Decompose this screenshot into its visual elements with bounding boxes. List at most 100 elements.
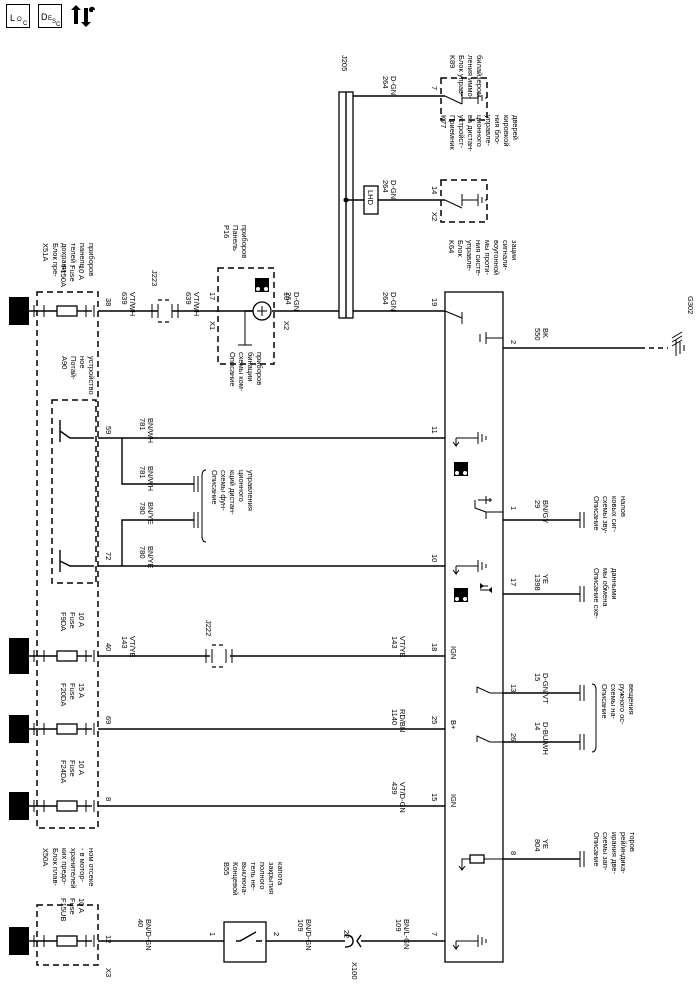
svg-text:264: 264 (381, 76, 390, 89)
wire-15: 15 D-GN/VT (503, 673, 585, 704)
svg-text:2: 2 (509, 340, 518, 344)
x50a-label: X50A Блок плав- ких предо- хранителей - … (41, 848, 96, 888)
svg-text:BN/WH: BN/WH (146, 466, 155, 491)
svg-text:BK: BK (541, 328, 550, 338)
a90-label: A90 Потай- ное устройство (60, 356, 96, 395)
svg-text:приборов: приборов (240, 225, 249, 258)
svg-text:B55: B55 (222, 862, 231, 875)
svg-text:VT/WH: VT/WH (192, 292, 201, 316)
svg-text:8: 8 (104, 797, 113, 801)
svg-text:439: 439 (390, 782, 399, 795)
svg-text:143: 143 (120, 636, 129, 649)
b55-hood-switch: 1 2 B55 Концевой выключа- тель не- полно… (208, 862, 285, 963)
svg-text:управле-: управле- (465, 240, 474, 272)
svg-text:J223: J223 (150, 270, 159, 286)
svg-text:зации: зации (510, 240, 519, 260)
svg-text:22: 22 (342, 930, 351, 938)
svg-text:торов: торов (628, 832, 637, 852)
svg-text:ния бло-: ния бло- (493, 115, 502, 145)
svg-text:дохрани-: дохрани- (60, 243, 69, 275)
svg-text:хранителей: хранителей (69, 848, 78, 888)
svg-text:K77: K77 (439, 115, 448, 128)
svg-text:A90: A90 (60, 356, 69, 369)
svg-text:IGN: IGN (449, 794, 458, 807)
svg-text:Блок плав-: Блок плав- (51, 848, 60, 886)
svg-text:BN/YE: BN/YE (146, 502, 155, 525)
svg-text:J205: J205 (340, 55, 349, 71)
wire-439: 439 VT/D-GN (98, 782, 445, 813)
svg-text:приборов: приборов (87, 243, 96, 276)
wrench-arrows-icon[interactable] (70, 4, 96, 28)
svg-text:Блок управ-: Блок управ- (457, 55, 466, 97)
location-view-icon[interactable]: L O C (6, 4, 30, 28)
k64-internal-switch-19 (444, 310, 463, 324)
svg-text:приборов: приборов (255, 352, 264, 385)
svg-text:15: 15 (533, 673, 542, 681)
svg-text:G302: G302 (686, 296, 695, 314)
wire-1398: 1398 YE (503, 574, 585, 602)
svg-text:схемы на-: схемы на- (609, 684, 618, 720)
ref-sound-signals: Описание схемы зву- ковых сиг- налов (592, 496, 628, 534)
svg-text:13: 13 (509, 684, 518, 692)
svg-text:K89: K89 (448, 55, 457, 68)
svg-text:X2: X2 (282, 321, 291, 330)
svg-text:804: 804 (533, 839, 542, 852)
svg-text:Описание: Описание (210, 470, 219, 505)
svg-text:IGN: IGN (20, 799, 29, 813)
svg-text:YE: YE (541, 839, 550, 849)
loc-letter-sub2: C (23, 21, 28, 27)
svg-text:B+: B+ (449, 720, 458, 730)
wire-550-ground: 550 BK G302 (503, 296, 695, 356)
svg-text:D-BU/WH: D-BU/WH (541, 722, 550, 755)
svg-text:18: 18 (430, 643, 439, 651)
ref-remote-control: Описание схемы фун- кций дистан- ционног… (201, 469, 255, 543)
k64-switch-13: 13 (476, 684, 518, 694)
svg-text:10 A: 10 A (77, 760, 86, 775)
svg-text:40: 40 (136, 919, 145, 927)
wire-29: 29 BN/GY (503, 500, 585, 528)
a90-switch-72: 72 (59, 550, 113, 572)
svg-text:сигнали-: сигнали- (501, 240, 510, 271)
svg-text:639: 639 (184, 292, 193, 305)
svg-text:YE: YE (541, 574, 550, 584)
description-view-icon[interactable]: D E S C (38, 4, 62, 28)
k77-outline (440, 179, 488, 223)
svg-text:BN/D-GN: BN/D-GN (304, 919, 313, 951)
svg-text:Приемник: Приемник (448, 115, 457, 150)
svg-text:ружного ос-: ружного ос- (618, 684, 627, 725)
svg-text:ционного: ционного (475, 115, 484, 147)
p16-security-led (238, 278, 272, 346)
svg-text:Fuse: Fuse (68, 612, 77, 629)
desc-letter-sub3: C (56, 22, 61, 28)
fuse-f20da: F20DA Fuse 15 A 69 (29, 683, 113, 735)
source-ign1: IGN 1 (9, 638, 29, 674)
svg-text:X51A: X51A (41, 243, 50, 261)
svg-text:RD/BN: RD/BN (398, 709, 407, 732)
k77-label: K77 Приемник устройст- ва дистан- ционно… (430, 115, 520, 221)
wire-804: 804 YE (503, 839, 585, 867)
svg-text:P16: P16 (222, 225, 231, 238)
svg-text:VT/YE: VT/YE (398, 636, 407, 658)
svg-text:B+: B+ (20, 724, 29, 735)
svg-text:D-GN/VT: D-GN/VT (541, 673, 550, 704)
k64-output-8: 8 (458, 851, 518, 871)
desc-letter-sub1: E (48, 16, 53, 22)
svg-text:ное: ное (78, 356, 87, 368)
svg-text:38: 38 (104, 298, 113, 306)
svg-text:Концевой: Концевой (231, 862, 240, 895)
svg-text:1: 1 (208, 932, 217, 936)
svg-text:Панель: Панель (231, 225, 240, 251)
j205-splice: J205 (338, 55, 354, 319)
svg-text:IGN: IGN (449, 646, 458, 659)
svg-text:кировкой: кировкой (502, 115, 511, 147)
source-ign-low: IGN (9, 792, 29, 820)
svg-text:10 A: 10 A (77, 612, 86, 627)
svg-text:F9DA: F9DA (59, 612, 68, 631)
svg-text:12: 12 (104, 935, 113, 943)
svg-text:10 A: 10 A (77, 898, 86, 913)
svg-text:26: 26 (509, 733, 518, 741)
svg-text:Описание: Описание (592, 496, 601, 531)
svg-text:BN/YE: BN/YE (146, 546, 155, 569)
svg-text:Описание схе-: Описание схе- (592, 568, 601, 619)
svg-text:F24DA: F24DA (59, 760, 68, 783)
